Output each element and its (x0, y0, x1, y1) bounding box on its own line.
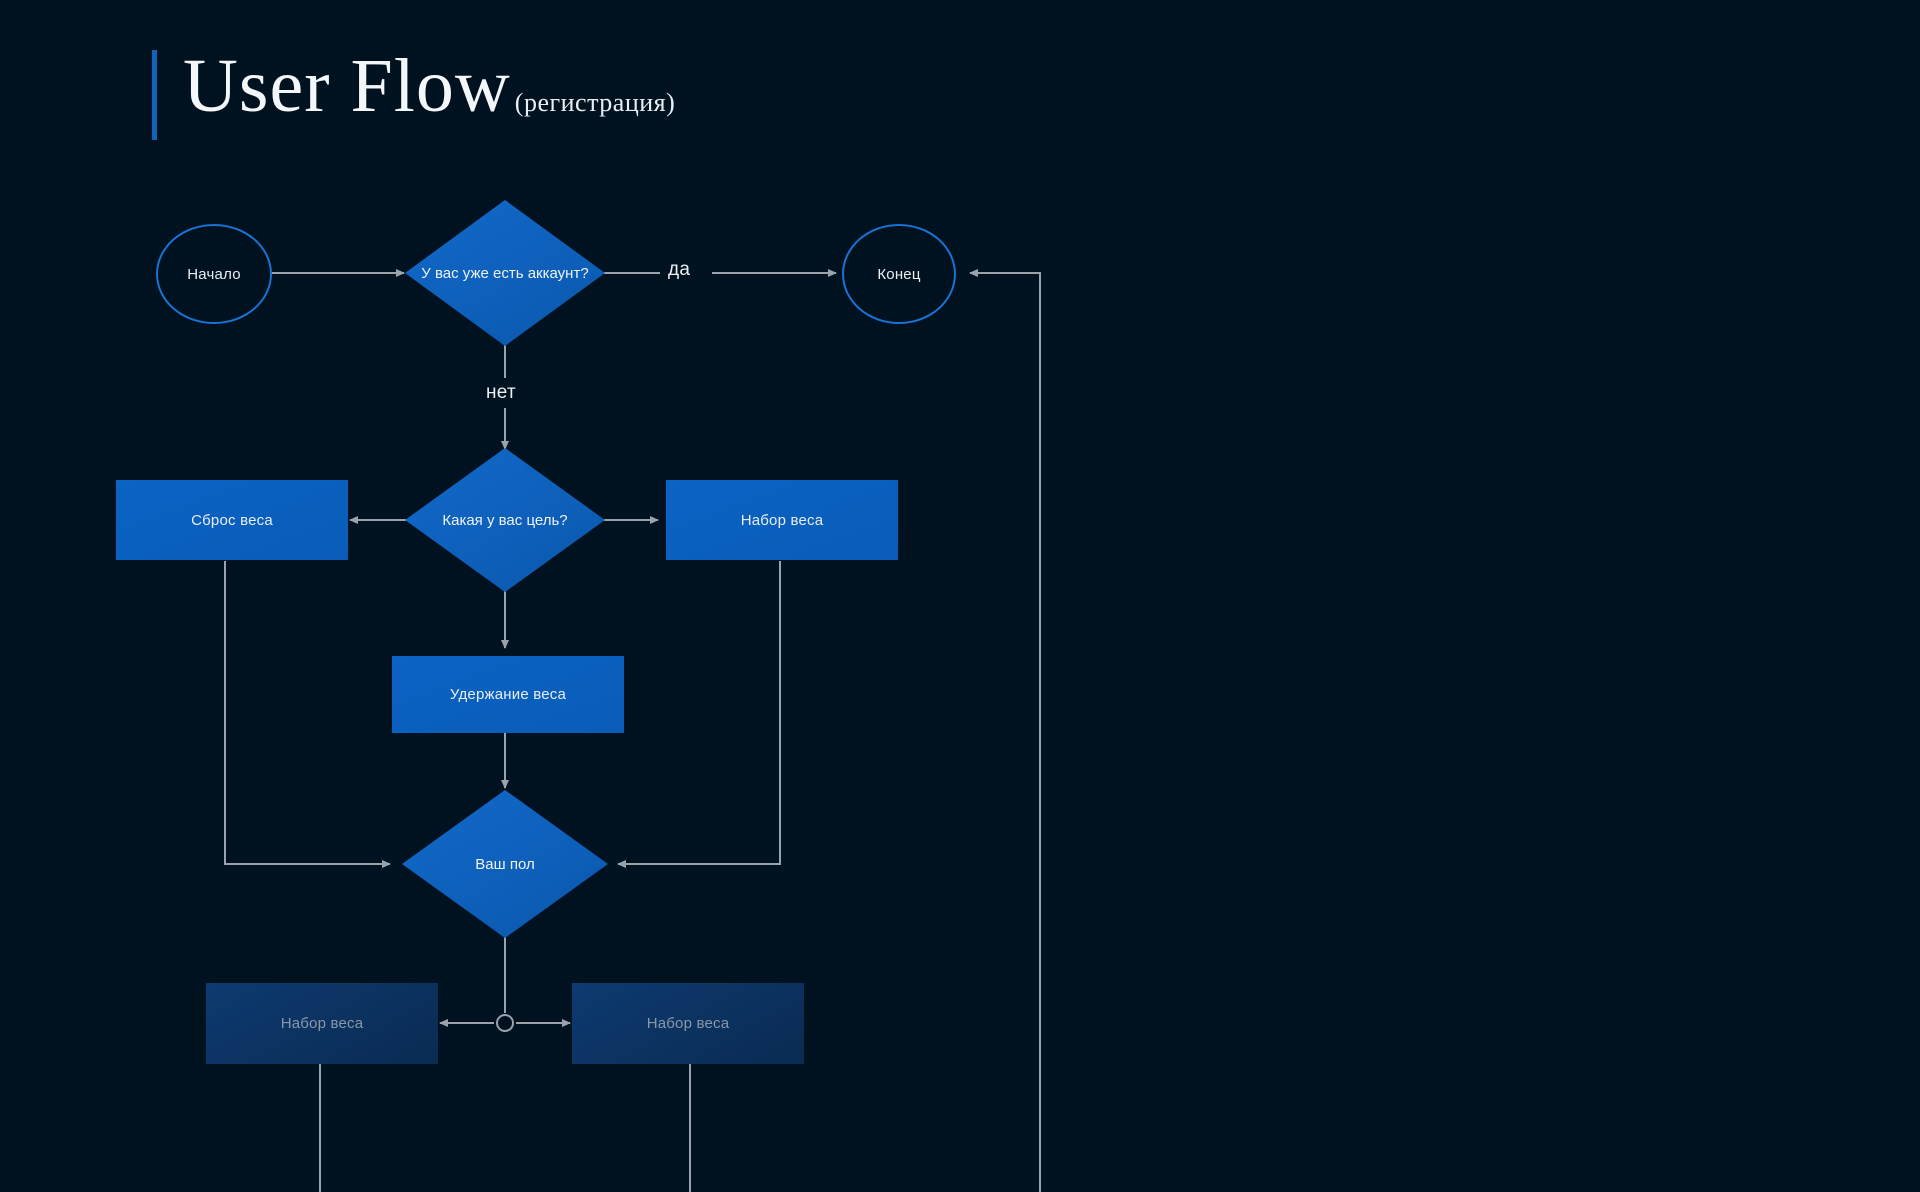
node-gain-weight-right-faded[interactable]: Набор веса (572, 983, 804, 1064)
node-gender-label: Ваш пол (475, 855, 535, 873)
page-title: User Flow (регистрация) (152, 44, 675, 140)
node-end[interactable]: Конец (842, 224, 956, 324)
title-subtitle-text: (регистрация) (514, 88, 676, 117)
junction-node (496, 1014, 514, 1032)
node-lose-weight[interactable]: Сброс веса (116, 480, 348, 560)
edge-gain-to-gender (617, 561, 781, 868)
node-gain-weight-label: Набор веса (740, 511, 824, 529)
node-has-account[interactable]: У вас уже есть аккаунт? (405, 200, 605, 346)
edge-label-yes: да (660, 259, 699, 281)
title-accent-bar (152, 50, 157, 140)
node-start-label: Начало (187, 265, 241, 283)
node-end-label: Конец (877, 265, 921, 283)
node-gain-weight-left-faded[interactable]: Набор веса (206, 983, 438, 1064)
node-maintain-weight[interactable]: Удержание веса (392, 656, 624, 733)
node-lose-weight-label: Сброс веса (191, 511, 273, 529)
node-has-account-label: У вас уже есть аккаунт? (421, 264, 589, 282)
node-maintain-weight-label: Удержание веса (449, 686, 567, 703)
node-goal-label: Какая у вас цель? (442, 511, 568, 529)
node-gain-weight-right-label: Набор веса (646, 1015, 730, 1032)
node-start[interactable]: Начало (156, 224, 272, 324)
node-gain-weight-left-label: Набор веса (280, 1015, 364, 1032)
node-gain-weight[interactable]: Набор веса (666, 480, 898, 560)
node-gender[interactable]: Ваш пол (402, 790, 608, 938)
title-main-text: User Flow (183, 44, 511, 128)
edge-loopback-to-end (969, 269, 1041, 1192)
node-goal[interactable]: Какая у вас цель? (405, 448, 605, 592)
edge-label-no: нет (478, 382, 525, 404)
edge-lose-to-gender (224, 561, 391, 868)
